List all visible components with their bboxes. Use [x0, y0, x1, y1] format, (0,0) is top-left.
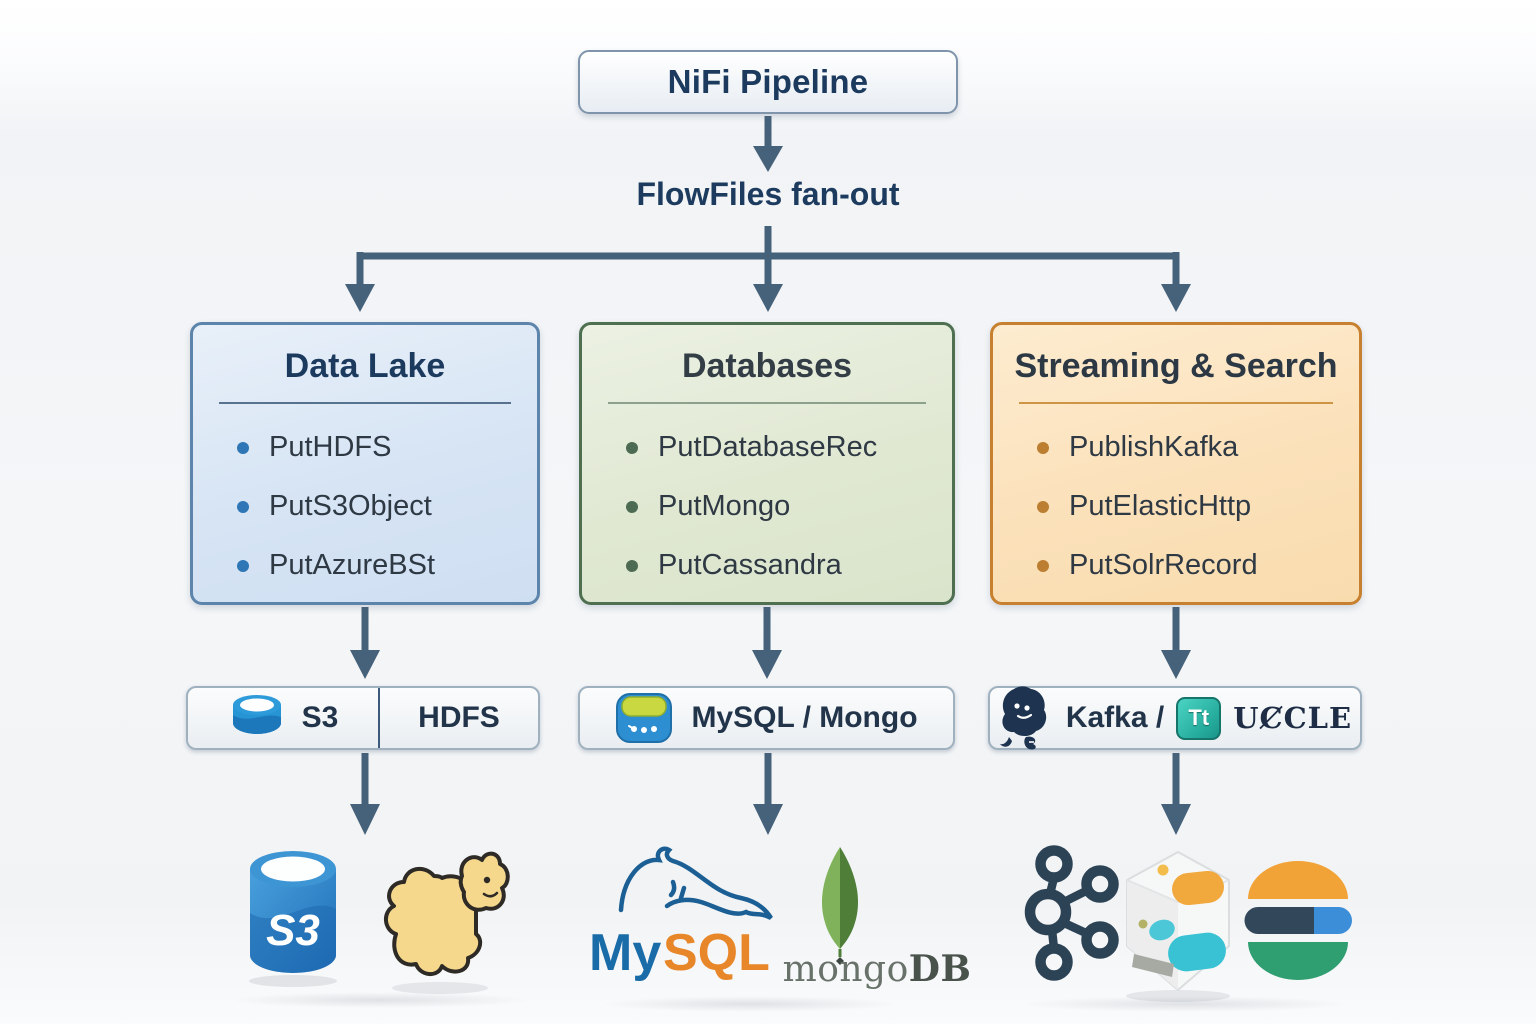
title-divider	[1019, 402, 1333, 404]
list-item: PutSolrRecord	[1037, 549, 1359, 582]
list-item: PublishKafka	[1037, 431, 1359, 464]
bullet-dot	[237, 500, 249, 513]
list-item: PutCassandra	[626, 549, 952, 582]
processor-list: PublishKafka PutElasticHttp PutSolrRecor…	[1037, 431, 1359, 582]
processor-name: PutS3Object	[269, 490, 432, 522]
ground-shadow	[600, 996, 900, 1012]
list-item: PutS3Object	[237, 490, 537, 523]
bullet-dot	[237, 559, 249, 572]
pill-label: MySQL / Mongo	[691, 701, 918, 734]
fanout-label: FlowFiles fan-out	[636, 176, 900, 212]
mongo-word: mongo	[782, 949, 909, 990]
pill-label: UȻCLE	[1233, 701, 1353, 735]
pill-label: HDFS	[418, 701, 500, 734]
elastic-cube-logo	[1126, 851, 1230, 1002]
s3-bucket-icon	[232, 695, 281, 734]
mongo-db-word: DB	[908, 948, 972, 990]
category-title: Data Lake	[284, 347, 446, 385]
processor-name: PutCassandra	[658, 549, 842, 581]
title-divider	[219, 402, 511, 404]
pill-label: S3	[301, 701, 339, 734]
s3-logo-text: S3	[266, 906, 320, 955]
processor-name: PutDatabaseRec	[658, 431, 878, 463]
processor-name: PutMongo	[658, 490, 791, 522]
pill-segment-s3: S3	[188, 688, 378, 748]
ground-shadow	[1020, 996, 1350, 1012]
target-pill-kafka: Kafka / Tt UȻCLE	[988, 686, 1362, 750]
bullet-dot	[1037, 441, 1049, 454]
bullet-dot	[626, 441, 638, 454]
bullet-dot	[1037, 500, 1049, 513]
list-item: PutHDFS	[237, 431, 537, 464]
bullet-dot	[626, 500, 638, 513]
category-title: Databases	[681, 347, 853, 385]
processor-name: PutSolrRecord	[1069, 549, 1258, 581]
bullet-dot	[237, 441, 249, 454]
processor-name: PutElasticHttp	[1069, 490, 1252, 522]
list-item: PutDatabaseRec	[626, 431, 952, 464]
mongodb-leaf-icon	[821, 847, 859, 965]
bullet-dot	[626, 559, 638, 572]
mongodb-logo-text: mongoDB	[762, 948, 992, 990]
kafka-mascot-icon	[999, 686, 1047, 750]
mysql-logo-text-my: My	[589, 924, 661, 982]
s3-cylinder-logo: S3	[249, 851, 337, 987]
processor-name: PutAzureBSt	[269, 549, 436, 581]
tt-icon: Tt	[1176, 696, 1222, 740]
target-pill-mysql-mongo: MySQL / Mongo	[578, 686, 955, 750]
processor-list: PutHDFS PutS3Object PutAzureBSt	[237, 431, 537, 582]
pipeline-root-node: NiFi Pipeline	[578, 50, 958, 114]
list-item: PutAzureBSt	[237, 549, 537, 582]
category-box-streaming-search: Streaming & Search PublishKafka PutElast…	[990, 322, 1362, 605]
pipeline-root-label: NiFi Pipeline	[667, 63, 869, 100]
pill-divider	[378, 688, 380, 748]
processor-name: PublishKafka	[1069, 431, 1239, 463]
ground-shadow	[230, 992, 530, 1008]
list-item: PutMongo	[626, 490, 952, 523]
processor-list: PutDatabaseRec PutMongo PutCassandra	[626, 431, 952, 582]
category-box-data-lake: Data Lake PutHDFS PutS3Object PutAzureBS…	[190, 322, 540, 605]
pill-label: Kafka /	[1065, 701, 1165, 734]
kafka-logo	[1024, 845, 1119, 981]
target-pill-s3-hdfs: S3 HDFS	[186, 686, 540, 750]
database-icon	[616, 693, 673, 743]
title-divider	[608, 402, 926, 404]
elasticsearch-logo	[1244, 861, 1352, 980]
category-box-databases: Databases PutDatabaseRec PutMongo PutCas…	[579, 322, 955, 605]
list-item: PutElasticHttp	[1037, 490, 1359, 523]
hadoop-elephant-logo	[384, 851, 510, 994]
mysql-logo-text-sql: SQL	[663, 924, 770, 982]
category-title: Streaming & Search	[1014, 347, 1338, 385]
bullet-dot	[1037, 559, 1049, 572]
mysql-logo: My SQL	[589, 846, 773, 982]
processor-name: PutHDFS	[269, 431, 392, 463]
